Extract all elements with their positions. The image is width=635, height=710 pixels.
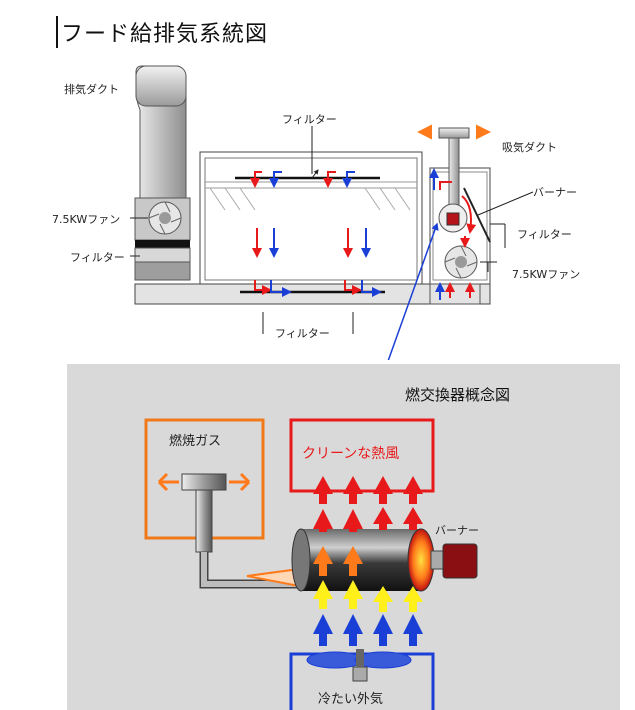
heat-exchanger-cylinder	[291, 528, 435, 592]
left-fan	[134, 197, 191, 241]
label-intake-duct: 吸気ダクト	[502, 141, 557, 154]
label-burner-top: バーナー	[533, 186, 577, 199]
left-filter	[134, 240, 191, 281]
label-clean-hot-air: クリーンな熱風	[302, 446, 400, 462]
heat-exchanger-diagram	[144, 418, 478, 710]
burner-unit	[438, 203, 468, 233]
gas-outlet-pipe	[157, 472, 301, 589]
cold-air-intake	[289, 649, 435, 710]
label-filter-right: フィルター	[517, 228, 572, 241]
concept-title: 燃交換器概念図	[405, 386, 511, 404]
label-cold-outside-air: 冷たい外気	[318, 692, 384, 707]
label-filter-left: フィルター	[70, 251, 125, 264]
concept-pointer-line	[387, 222, 439, 360]
right-fan	[444, 245, 478, 279]
concept-panel	[67, 364, 620, 710]
hood-body	[134, 151, 491, 305]
burner-block	[430, 543, 478, 579]
label-leaders	[130, 126, 534, 334]
label-combustion-gas: 燃焼ガス	[169, 434, 222, 449]
label-filter-bottom: フィルター	[275, 327, 330, 340]
hood-airflow-arrows	[250, 168, 477, 300]
hood-system-diagram	[130, 65, 534, 360]
label-fan-left: 7.5KWファン	[52, 213, 121, 226]
label-fan-right: 7.5KWファン	[512, 268, 581, 281]
page-title: フード給排気系統図	[56, 16, 268, 48]
label-exhaust-duct: 排気ダクト	[64, 83, 119, 96]
label-filter-top: フィルター	[282, 113, 337, 126]
label-burner-concept: バーナー	[435, 524, 479, 537]
clean-hot-air-box	[289, 418, 435, 493]
exhaust-duct	[135, 65, 187, 201]
airflow-arrows	[313, 476, 423, 646]
